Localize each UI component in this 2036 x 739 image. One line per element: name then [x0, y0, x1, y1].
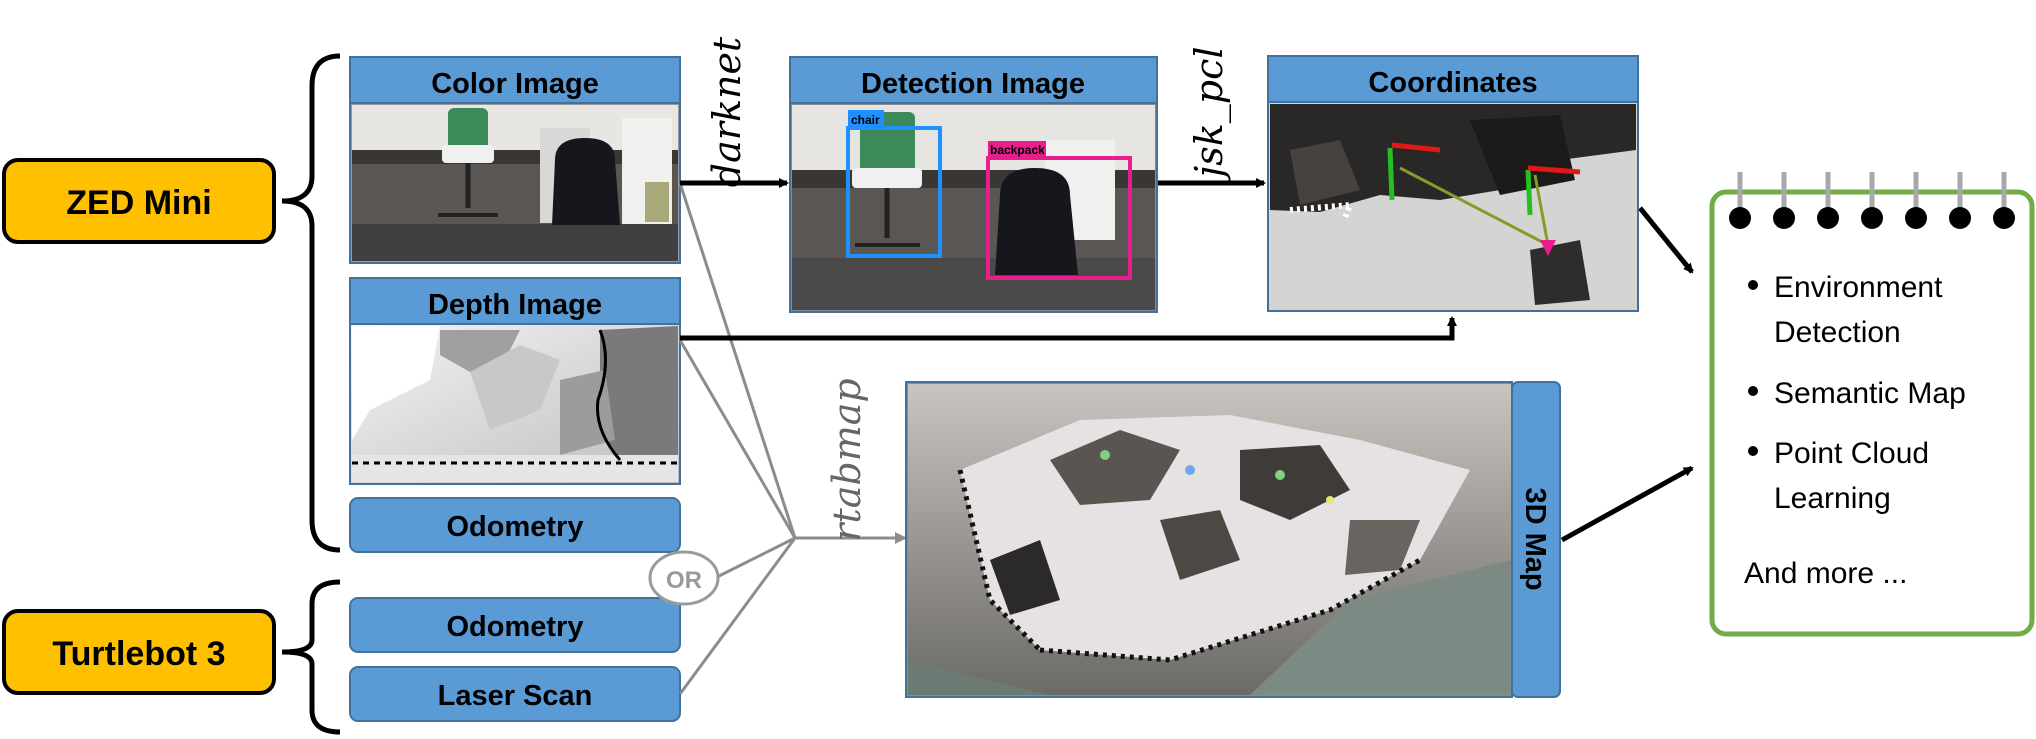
- zed-mini-node: ZED Mini: [2, 158, 276, 244]
- ring: [1905, 172, 1927, 229]
- zed-odometry-node: Odometry: [349, 497, 681, 553]
- turtlebot-brace: [281, 579, 341, 735]
- map-render: [908, 384, 1511, 695]
- depth-image-photo: [349, 323, 681, 485]
- notebook-list: Environment Detection Semantic Map Point…: [1744, 271, 1966, 590]
- depth-to-coordinates-edge: [680, 316, 1457, 341]
- notebook-item-2-line1: Semantic Map: [1774, 377, 1966, 410]
- zed-odometry-label: Odometry: [447, 511, 584, 543]
- turtlebot-node: Turtlebot 3: [2, 609, 276, 695]
- zed-brace: [281, 53, 341, 553]
- ring: [1817, 172, 1839, 229]
- color-image-title: Color Image: [431, 68, 599, 100]
- turtlebot-label: Turtlebot 3: [52, 635, 225, 673]
- or-label: OR: [666, 567, 702, 594]
- notebook-item-1-line1: Environment: [1774, 271, 1943, 304]
- map-title: 3D Map: [1519, 487, 1551, 590]
- detection-label-backpack: backpack: [990, 143, 1045, 157]
- applications-notebook: Environment Detection Semantic Map Point…: [1709, 172, 2035, 637]
- coordinates-title: Coordinates: [1368, 67, 1537, 99]
- darknet-label: darknet: [705, 36, 749, 187]
- detection-image-photo: chair backpack: [789, 102, 1158, 313]
- laser-scan-label: Laser Scan: [438, 680, 593, 712]
- map-to-notebook-edge: [1560, 465, 1694, 543]
- laser-scan-node: Laser Scan: [349, 666, 681, 722]
- ring: [1993, 172, 2015, 229]
- zed-mini-label: ZED Mini: [66, 184, 211, 222]
- coordinates-node: Coordinates: [1267, 55, 1639, 312]
- map-node: 3D Map: [905, 381, 1561, 698]
- coordinates-pointcloud: [1267, 101, 1639, 312]
- detection-image-node: Detection Image chair backpack: [789, 56, 1158, 313]
- or-node: OR: [648, 550, 720, 606]
- notebook-item-1-line2: Detection: [1774, 316, 1901, 349]
- turtlebot-odometry-node: Odometry: [349, 597, 681, 653]
- coordinates-to-notebook-edge: [1638, 206, 1694, 274]
- detection-label-chair: chair: [851, 113, 880, 127]
- color-image-node: Color Image: [349, 56, 681, 264]
- notebook-more: And more ...: [1744, 557, 1907, 590]
- ring: [1729, 172, 1751, 229]
- depth-image-node: Depth Image: [349, 277, 681, 485]
- color-image-photo: [349, 102, 681, 264]
- detection-image-title: Detection Image: [861, 68, 1085, 100]
- ring: [1949, 172, 1971, 229]
- jsk-pcl-label: jsk_pcl: [1187, 46, 1232, 184]
- ring: [1773, 172, 1795, 229]
- rtabmap-inputs: [678, 182, 907, 695]
- ring: [1861, 172, 1883, 229]
- turtlebot-odometry-label: Odometry: [447, 611, 584, 643]
- notebook-item-3-line2: Learning: [1774, 482, 1891, 515]
- depth-image-title: Depth Image: [428, 289, 602, 321]
- notebook-rings: [1729, 172, 2015, 229]
- notebook-item-3-line1: Point Cloud: [1774, 437, 1929, 470]
- rtabmap-label: rtabmap: [825, 378, 869, 541]
